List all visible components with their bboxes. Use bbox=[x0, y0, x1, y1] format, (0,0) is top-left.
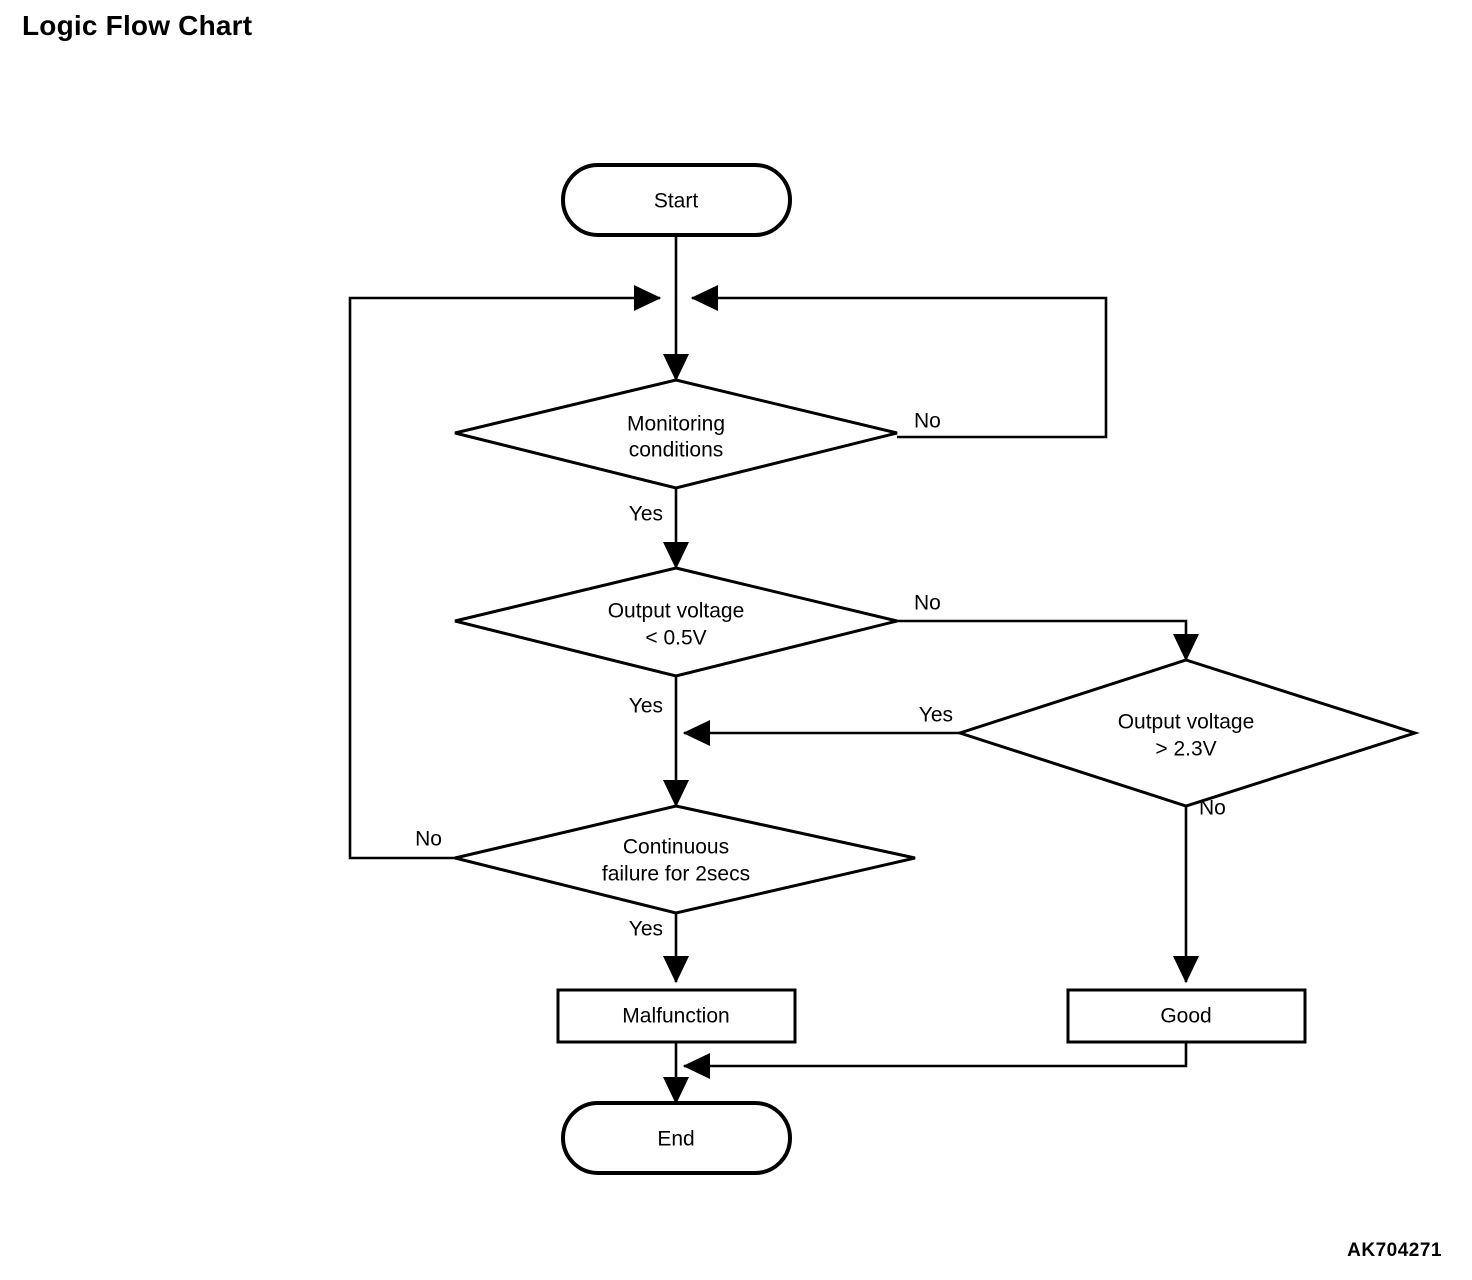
edge-label-vlow-yes: Yes bbox=[629, 695, 663, 718]
node-malfunction-label: Malfunction bbox=[622, 1005, 729, 1028]
node-vlow-label-line2: < 0.5V bbox=[645, 627, 706, 650]
edge-label-continuous-yes: Yes bbox=[629, 918, 663, 941]
node-start[interactable]: Start bbox=[561, 163, 792, 237]
edge-label-vhigh-no: No bbox=[1199, 797, 1226, 820]
edge-vlow-no-to-vhigh bbox=[897, 619, 1200, 662]
node-vhigh-label-line2: > 2.3V bbox=[1155, 738, 1216, 761]
edge-label-vhigh-yes: Yes bbox=[919, 704, 953, 727]
node-malfunction[interactable]: Malfunction bbox=[556, 988, 797, 1044]
edge-label-monitoring-yes: Yes bbox=[629, 503, 663, 526]
node-good-label: Good bbox=[1160, 1005, 1211, 1028]
node-vlow-label-line1: Output voltage bbox=[608, 600, 745, 623]
edge-label-monitoring-no: No bbox=[914, 410, 941, 433]
edge-continuous-no-loopback bbox=[348, 284, 662, 860]
edge-label-vlow-no: No bbox=[914, 592, 941, 615]
node-monitoring-conditions[interactable]: Monitoring conditions bbox=[454, 378, 898, 490]
node-vhigh-label-line1: Output voltage bbox=[1118, 711, 1255, 734]
node-good[interactable]: Good bbox=[1066, 988, 1307, 1044]
node-start-label: Start bbox=[654, 190, 699, 213]
node-continuous-failure[interactable]: Continuous failure for 2secs bbox=[454, 804, 916, 915]
node-continuous-label-line1: Continuous bbox=[623, 836, 729, 859]
node-monitoring-label-line1: Monitoring bbox=[627, 413, 725, 436]
edge-good-to-end-merge bbox=[682, 1042, 1188, 1080]
node-monitoring-label-line2: conditions bbox=[629, 439, 724, 462]
node-output-voltage-low[interactable]: Output voltage < 0.5V bbox=[454, 566, 898, 678]
node-continuous-label-line2: failure for 2secs bbox=[602, 863, 750, 886]
page-title: Logic Flow Chart bbox=[22, 10, 253, 41]
edge-monitoring-no-loopback bbox=[690, 284, 1108, 439]
node-end[interactable]: End bbox=[561, 1101, 792, 1175]
figure-code-label: AK704271 bbox=[1347, 1240, 1442, 1261]
node-end-label: End bbox=[657, 1128, 694, 1151]
node-output-voltage-high[interactable]: Output voltage > 2.3V bbox=[955, 658, 1420, 808]
edge-label-continuous-no: No bbox=[415, 828, 442, 851]
